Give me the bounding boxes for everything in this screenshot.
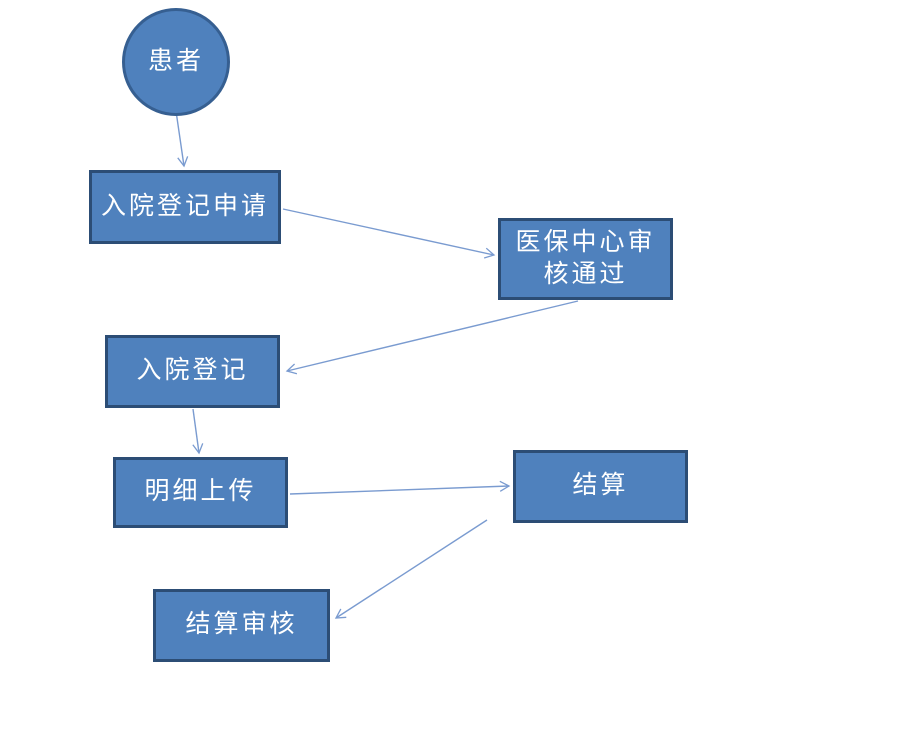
node-patient-label: 患者 bbox=[147, 47, 204, 75]
node-insurance-review-label: 医保中心审核通过 bbox=[515, 228, 656, 289]
node-admission-register: 入院登记 bbox=[105, 335, 280, 408]
node-insurance-review: 医保中心审核通过 bbox=[498, 218, 673, 300]
node-admission-register-label: 入院登记 bbox=[136, 357, 249, 385]
node-settlement-review: 结算审核 bbox=[153, 589, 330, 662]
edge-detail-upload-to-settlement bbox=[289, 480, 511, 495]
node-detail-upload: 明细上传 bbox=[113, 457, 288, 528]
edge-settlement-to-settlement-review bbox=[334, 519, 488, 619]
node-settlement-label: 结算 bbox=[572, 472, 629, 500]
edge-insurance-review-to-admission-register bbox=[285, 300, 579, 375]
edge-admission-request-to-insurance-review bbox=[282, 208, 496, 259]
node-admission-request: 入院登记申请 bbox=[89, 170, 281, 244]
node-settlement: 结算 bbox=[513, 450, 688, 523]
node-settlement-review-label: 结算审核 bbox=[185, 611, 298, 639]
node-admission-request-label: 入院登记申请 bbox=[100, 192, 269, 220]
edge-admission-register-to-detail-upload bbox=[192, 408, 204, 455]
node-detail-upload-label: 明细上传 bbox=[144, 478, 257, 506]
edge-patient-to-admission-request bbox=[175, 110, 189, 168]
node-patient: 患者 bbox=[122, 8, 230, 116]
